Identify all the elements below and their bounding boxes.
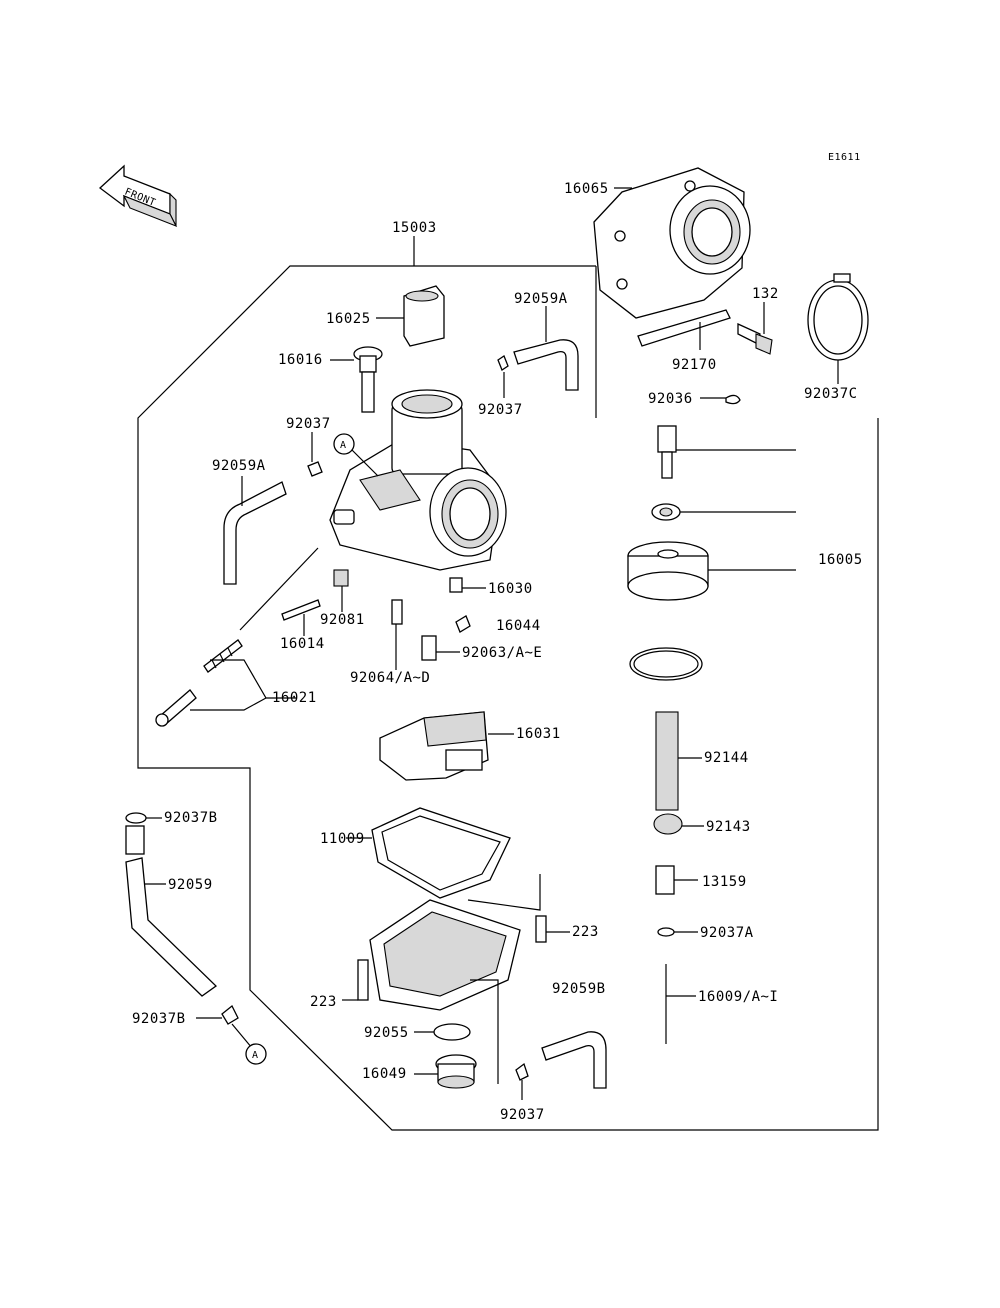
clip-92037-top (497, 355, 509, 371)
label-223-right: 223 (572, 924, 599, 940)
bolt-132 (737, 302, 773, 355)
hose-92059 (125, 825, 218, 997)
label-92059: 92059 (168, 877, 213, 893)
clip-92037-bottom (515, 1062, 529, 1081)
front-arrow-icon: FRONT (98, 164, 178, 228)
label-92037c: 92037C (804, 386, 858, 402)
label-223-left: 223 (310, 994, 337, 1010)
hose-92059a-top (513, 306, 579, 391)
screw-16016 (330, 346, 383, 413)
part-16030 (449, 577, 486, 593)
cap-16025 (376, 285, 445, 347)
clip-92037a (657, 927, 698, 937)
label-92081: 92081 (320, 612, 365, 628)
assembly-15003-outline (137, 265, 879, 1131)
label-92037b-bottom: 92037B (132, 1011, 186, 1027)
label-16014: 16014 (280, 636, 325, 652)
oring-92055 (414, 1023, 471, 1041)
label-15003: 15003 (392, 220, 437, 236)
diagram-code: E1611 (828, 152, 861, 163)
label-92037a: 92037A (700, 925, 754, 941)
label-16009: 16009/A~I (698, 989, 778, 1005)
plug-16049 (414, 1054, 477, 1089)
label-92037b-top: 92037B (164, 810, 218, 826)
intake-manifold-16065 (593, 167, 751, 319)
label-92037-bottom: 92037 (500, 1107, 545, 1123)
nut (651, 503, 796, 521)
screw-223-left (342, 959, 369, 1001)
screw-spring-16021 (155, 547, 319, 727)
jet-92064 (391, 599, 403, 670)
clip-92036 (725, 394, 741, 405)
label-16030: 16030 (488, 581, 533, 597)
label-92143: 92143 (706, 819, 751, 835)
clamp-92037c (807, 273, 869, 384)
label-16016: 16016 (278, 352, 323, 368)
label-92036: 92036 (648, 391, 693, 407)
svg-text:A: A (252, 1050, 259, 1061)
label-16065: 16065 (564, 181, 609, 197)
adjuster-top (657, 425, 796, 479)
label-11009: 11009 (320, 831, 365, 847)
hose-92059a-left (223, 476, 287, 585)
label-92170: 92170 (672, 357, 717, 373)
oring-cap (629, 647, 703, 681)
cap-16005 (627, 541, 796, 601)
hose-92059b (541, 1031, 607, 1089)
label-92059b: 92059B (552, 981, 606, 997)
needle-16009 (665, 964, 696, 1044)
jet-92063 (421, 635, 460, 661)
label-16005: 16005 (818, 552, 863, 568)
label-92063: 92063/A~E (462, 645, 542, 661)
gasket-11009 (346, 807, 511, 899)
label-92037-left: 92037 (286, 416, 331, 432)
strap-92170 (637, 309, 731, 350)
label-92037-top: 92037 (478, 402, 523, 418)
spring-92081 (333, 569, 349, 612)
label-16044: 16044 (496, 618, 541, 634)
float-bowl (369, 874, 541, 1011)
label-16031: 16031 (516, 726, 561, 742)
float-16031 (379, 711, 514, 781)
clip-92037b-top (125, 812, 162, 824)
screw-223-right (535, 915, 570, 943)
label-92055: 92055 (364, 1025, 409, 1041)
clip-16044 (455, 615, 471, 633)
part-92143 (653, 813, 704, 835)
label-92059a-left: 92059A (212, 458, 266, 474)
label-16021: 16021 (272, 690, 317, 706)
label-92144: 92144 (704, 750, 749, 766)
label-92059a-top: 92059A (514, 291, 568, 307)
label-92064: 92064/A~D (350, 670, 430, 686)
label-16049: 16049 (362, 1066, 407, 1082)
clip-92037b-bottom (196, 1004, 253, 1049)
label-13159: 13159 (702, 874, 747, 890)
svg-text:A: A (340, 440, 347, 451)
part-13159 (655, 865, 698, 895)
ref-marker-a-top: A (333, 433, 379, 477)
ref-marker-a-bottom: A (245, 1043, 267, 1065)
spring-92144 (655, 711, 702, 811)
label-132: 132 (752, 286, 779, 302)
carburetor-body-15003 (329, 389, 507, 571)
label-16025: 16025 (326, 311, 371, 327)
pin-16014 (281, 599, 321, 636)
clip-92037-left (307, 461, 323, 477)
